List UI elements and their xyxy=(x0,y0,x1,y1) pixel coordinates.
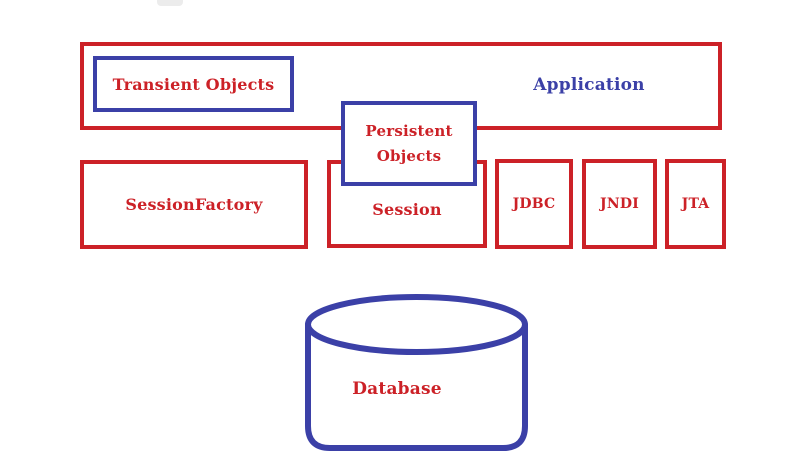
jdbc-label: JDBC xyxy=(512,196,556,212)
database-label: Database xyxy=(352,379,442,399)
database-cylinder-icon xyxy=(305,294,528,451)
jta-label: JTA xyxy=(681,196,710,212)
artifact-mark xyxy=(157,0,183,6)
sessionfactory-label: SessionFactory xyxy=(125,195,263,214)
sessionfactory-box: SessionFactory xyxy=(80,160,308,249)
persistent-objects-label: Persistent Objects xyxy=(365,121,453,165)
jndi-label: JNDI xyxy=(600,196,639,212)
jdbc-box: JDBC xyxy=(495,159,573,249)
persistent-objects-box: Persistent Objects xyxy=(341,101,477,186)
jta-box: JTA xyxy=(665,159,726,249)
transient-objects-label: Transient Objects xyxy=(112,74,275,94)
jndi-box: JNDI xyxy=(582,159,657,249)
session-label: Session xyxy=(372,199,442,219)
application-label: Application xyxy=(533,75,645,95)
transient-objects-box: Transient Objects xyxy=(93,56,294,112)
